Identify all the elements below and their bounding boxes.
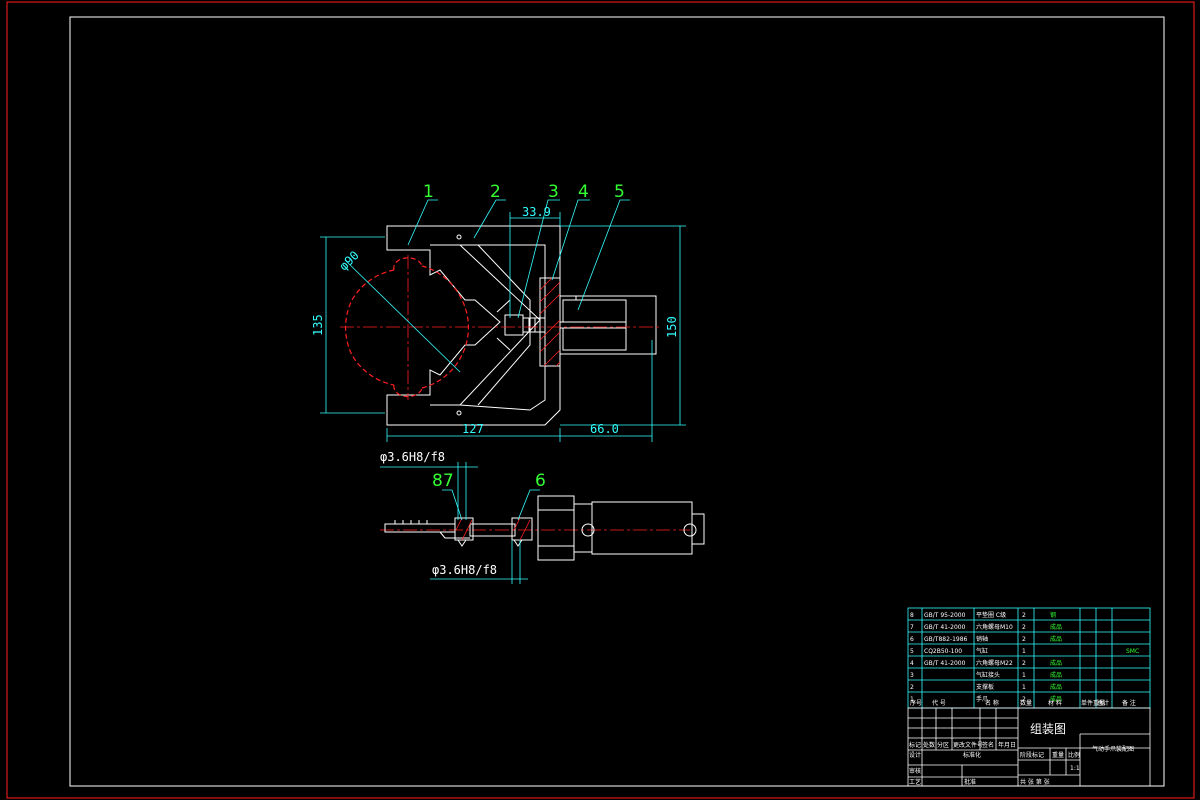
dimension-lines — [320, 199, 686, 442]
balloon-numbers: 1 2 3 4 5 87 6 — [423, 182, 625, 491]
bom-cell-no: 6 — [910, 636, 914, 643]
bom-cell-no: 8 — [910, 612, 914, 619]
bom-header-no: 序号 — [910, 699, 922, 707]
tb-design: 设计 — [909, 751, 921, 759]
bom-cell-qty: 1 — [1022, 648, 1026, 655]
bom-table — [907, 607, 1151, 709]
bom-cell-code: GB/T 41-2000 — [924, 660, 966, 667]
bom-header-code: 代 号 — [932, 699, 946, 707]
bom-cell-qty: 1 — [1022, 672, 1026, 679]
fit-top: φ3.6H8/f8 — [380, 450, 445, 464]
tb-label-5: 年月日 — [998, 741, 1016, 749]
bom-cell-name: 手爪 — [976, 695, 988, 703]
bom-cell-material: 成品 — [1050, 635, 1062, 643]
bom-cell-name: 销轴 — [976, 635, 988, 643]
balloon-3: 3 — [548, 182, 559, 202]
tb-approve: 批准 — [964, 778, 976, 786]
bom-header-total_weight: 总计 — [1097, 699, 1109, 707]
bom-cell-material: 钢 — [1050, 611, 1056, 619]
side-hatch — [455, 517, 531, 541]
bom-cell-no: 7 — [910, 624, 914, 631]
bom-cell-name: 气缸 — [976, 647, 988, 655]
bom-cell-material: 成品 — [1050, 623, 1062, 631]
bom-cell-material: 成品 — [1050, 695, 1062, 703]
tb-ratio: 比例 — [1068, 751, 1080, 759]
inner-frame — [69, 16, 1165, 787]
dim-127: 127 — [462, 422, 484, 436]
bom-cell-qty: 2 — [1022, 612, 1026, 619]
bom-cell-name: 六角螺母M22 — [976, 659, 1013, 667]
balloon-5: 5 — [614, 182, 625, 202]
bom-header-name: 名 称 — [985, 699, 999, 707]
balloon-4: 4 — [578, 182, 589, 202]
bom-cell-no: 5 — [910, 648, 914, 655]
bom-cell-no: 1 — [910, 696, 914, 703]
bom-cell-qty: 2 — [1022, 624, 1026, 631]
bom-cell-no: 4 — [910, 660, 914, 667]
title-block — [907, 707, 1151, 787]
bom-cell-note: SMC — [1126, 648, 1139, 655]
tb-scale: 1:1 — [1070, 765, 1080, 772]
dim-33-9: 33.9 — [522, 205, 551, 219]
bom-header-qty: 数量 — [1020, 699, 1032, 707]
fit-bottom: φ3.6H8/f8 — [432, 563, 497, 577]
dim-phi90: φ90 — [336, 248, 361, 273]
bom-cell-name: 平垫圈 C级 — [976, 611, 1006, 619]
tb-standard: 标准化 — [963, 751, 981, 759]
bom-cell-material: 成品 — [1050, 671, 1062, 679]
tb-label-0: 标记 — [909, 741, 921, 749]
bom-cell-code: GB/T 95-2000 — [924, 612, 966, 619]
tb-label-2: 分区 — [937, 741, 949, 749]
dim-150: 150 — [665, 316, 679, 338]
bom-cell-material: 成品 — [1050, 683, 1062, 691]
bom-header-unit_weight: 单件重量 — [1081, 699, 1105, 707]
tb-label-1: 处数 — [923, 741, 935, 749]
bom-cell-qty: 2 — [1022, 636, 1026, 643]
balloon-87: 87 — [432, 471, 454, 491]
drawing-title: 组装图 — [1030, 722, 1066, 736]
drawing-subtitle: 气动手爪装配图 — [1092, 745, 1134, 753]
tb-stage: 阶段标记 — [1020, 751, 1044, 759]
bom-cell-qty: 2 — [1022, 696, 1026, 703]
tb-process: 工艺 — [909, 778, 921, 786]
balloon-2: 2 — [490, 182, 501, 202]
bom-cell-no: 2 — [910, 684, 914, 691]
balloon-6: 6 — [535, 471, 546, 491]
tb-sheets: 共 张 第 张 — [1020, 778, 1050, 786]
hatch — [539, 277, 561, 367]
dimension-texts: 33.9 φ90 135 150 127 66.0 φ3.6H8/f8 φ3.6… — [311, 205, 679, 577]
balloon-1: 1 — [423, 182, 434, 202]
bom-cell-qty: 2 — [1022, 660, 1026, 667]
outer-frame — [6, 1, 1195, 799]
top-view — [386, 225, 657, 426]
tb-check: 审核 — [909, 767, 921, 775]
side-view — [384, 495, 705, 561]
bom-cell-no: 3 — [910, 672, 914, 679]
tb-label-3: 更改文件号 — [953, 741, 983, 749]
bom-cell-code: CQ2B50-100 — [924, 648, 962, 655]
bom-header-note: 备 注 — [1122, 699, 1136, 707]
bom-cell-name: 气缸接头 — [976, 671, 1000, 679]
bom-cell-qty: 1 — [1022, 684, 1026, 691]
bom-cell-name: 支撑板 — [976, 683, 994, 691]
jaw-outline — [386, 225, 561, 426]
title-texts: 组装图 气动手爪装配图 标记 处数 分区 更改文件号 签名 年月日 设计 标准化… — [909, 722, 1134, 786]
dim-66: 66.0 — [590, 422, 619, 436]
dim-135: 135 — [311, 314, 325, 336]
center-lines — [340, 255, 690, 531]
side-dims — [380, 462, 540, 584]
bom-cell-code: GB/T882-1986 — [924, 636, 968, 643]
bom-cell-name: 六角螺母M10 — [976, 623, 1013, 631]
bom-header-material: 材 料 — [1048, 699, 1062, 707]
bom-cell-material: 成品 — [1050, 659, 1062, 667]
tb-weight: 重量 — [1052, 751, 1064, 759]
tb-label-4: 签名 — [982, 741, 994, 749]
workpiece-circle — [345, 257, 469, 398]
bom-cell-code: GB/T 41-2000 — [924, 624, 966, 631]
